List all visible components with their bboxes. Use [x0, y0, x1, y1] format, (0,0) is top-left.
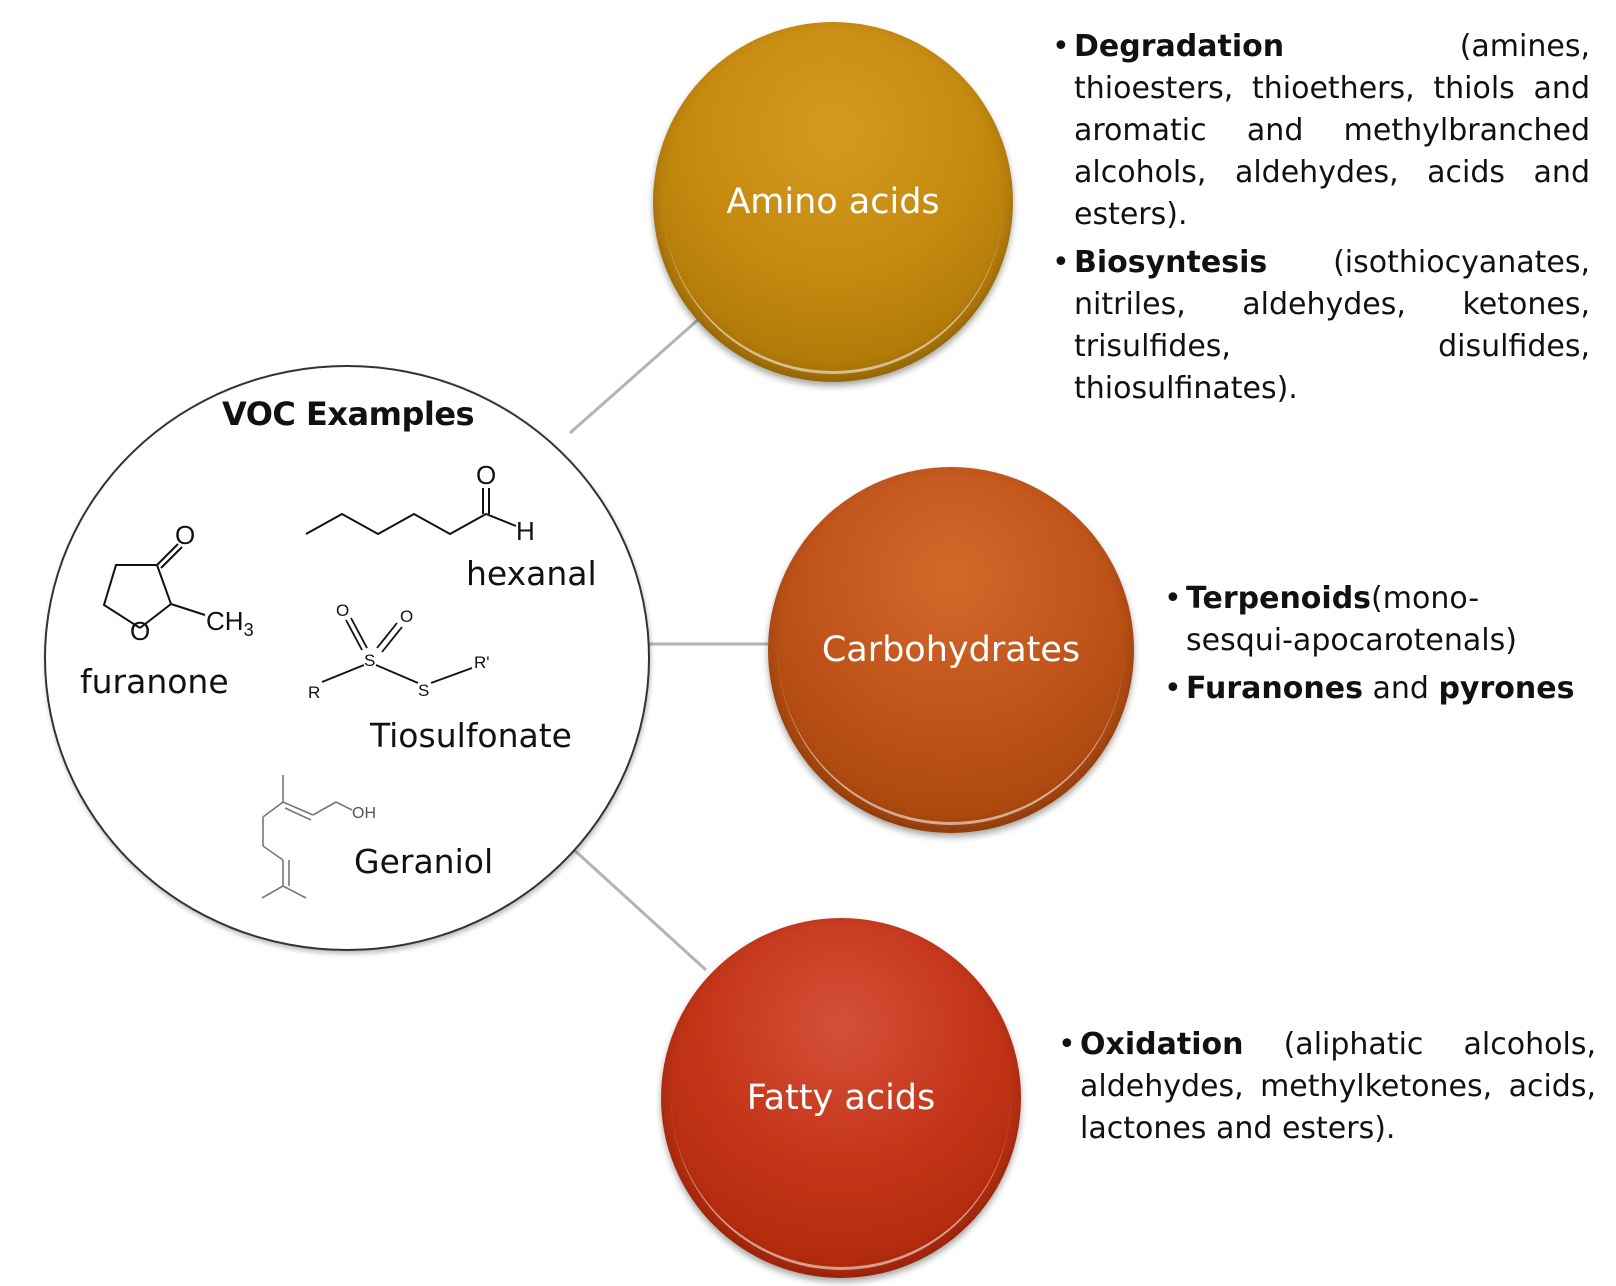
furanone-methyl-sub: 3: [244, 620, 254, 640]
connector-fatty: [570, 846, 708, 972]
carbohydrates-bullets: Terpenoids(mono-sesqui-apocarotenals) Fu…: [1164, 578, 1584, 716]
node-amino-acids: Amino acids: [653, 22, 1013, 382]
compound-label-hexanal: hexanal: [466, 554, 597, 593]
bullet-oxidation-term: Oxidation: [1080, 1027, 1244, 1062]
tiosulfonate-o2: O: [400, 607, 413, 626]
bullet-terpenoids: Terpenoids(mono-sesqui-apocarotenals): [1164, 578, 1584, 662]
geraniol-oh: OH: [352, 805, 376, 822]
hexanal-o: O: [476, 460, 496, 490]
voc-examples-circle: [44, 365, 650, 951]
bullet-terpenoids-term: Terpenoids: [1186, 581, 1372, 616]
node-fatty-acids: Fatty acids: [661, 918, 1021, 1278]
node-fatty-acids-label: Fatty acids: [746, 1078, 936, 1118]
bullet-biosyntesis-text: (isothiocyanates, nitriles, aldehydes, k…: [1074, 245, 1590, 406]
compound-label-tiosulfonate: Tiosulfonate: [370, 716, 572, 755]
tiosulfonate-r: R: [308, 683, 320, 702]
compound-label-geraniol: Geraniol: [354, 842, 494, 881]
furanone-methyl-ch: CH: [206, 606, 244, 636]
bullet-biosyntesis-term: Biosyntesis: [1074, 245, 1268, 280]
node-amino-acids-label: Amino acids: [726, 182, 940, 222]
hexanal-h: H: [516, 516, 535, 546]
bullet-furanones-and: and: [1362, 671, 1439, 706]
furanone-structure: [102, 543, 206, 629]
bullet-furanones-pyrones: Furanones and pyrones: [1164, 668, 1584, 710]
tiosulfonate-s1: S: [364, 651, 375, 670]
fatty-acids-bullets: Oxidation (aliphatic alcohols, aldehydes…: [1058, 1024, 1596, 1156]
tiosulfonate-o1: O: [336, 601, 349, 620]
connector-amino: [569, 316, 701, 435]
bullet-oxidation-text: (aliphatic alcohols, aldehydes, methylke…: [1080, 1027, 1596, 1146]
furanone-carbonyl-o: O: [175, 520, 195, 550]
furanone-ring-o: O: [130, 616, 150, 646]
tiosulfonate-structure: [321, 617, 473, 684]
furanone-methyl: CH3: [206, 606, 254, 640]
bullet-furanones-term: Furanones: [1186, 671, 1363, 706]
bullet-pyrones-term: pyrones: [1438, 671, 1575, 706]
bullet-terpenoids-text: (mono-sesqui-apocarotenals): [1186, 581, 1517, 658]
node-carbohydrates: Carbohydrates: [768, 467, 1134, 833]
compound-label-furanone: furanone: [80, 662, 229, 701]
bullet-oxidation: Oxidation (aliphatic alcohols, aldehydes…: [1058, 1024, 1596, 1150]
voc-title: VOC Examples: [222, 395, 475, 433]
bullet-degradation-text: (amines, thioesters, thioethers, thiols …: [1074, 29, 1590, 232]
bullet-degradation-term: Degradation: [1074, 29, 1285, 64]
tiosulfonate-s2: S: [418, 681, 429, 700]
amino-acids-bullets: Degradation (amines, thioesters, thioeth…: [1052, 26, 1590, 416]
hexanal-structure: [305, 488, 517, 536]
bullet-biosyntesis: Biosyntesis (isothiocyanates, nitriles, …: [1052, 242, 1590, 410]
geraniol-structure: [261, 775, 353, 899]
bullet-degradation: Degradation (amines, thioesters, thioeth…: [1052, 26, 1590, 236]
tiosulfonate-r-prime: R': [474, 653, 490, 672]
node-carbohydrates-label: Carbohydrates: [821, 630, 1081, 670]
